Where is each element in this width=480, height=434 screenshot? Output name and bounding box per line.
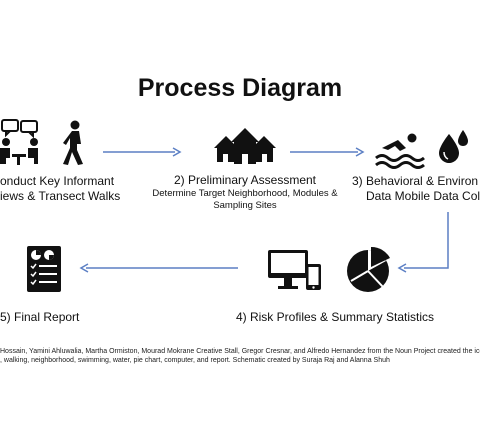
step4-label: 4) Risk Profiles & Summary Statistics — [235, 310, 435, 324]
step2-label: 2) Preliminary Assessment — [173, 173, 317, 187]
swimming-icon — [375, 133, 425, 169]
arrow-1-to-2 — [103, 147, 182, 157]
step2-sublabel-line2: Sampling Sites — [213, 200, 277, 211]
arrow-2-to-3 — [290, 147, 365, 157]
diagram-title: Process Diagram — [137, 74, 343, 102]
pie-chart-icon — [347, 246, 390, 292]
step1-label-line2: iews & Transect Walks — [0, 189, 121, 203]
neighborhood-icon — [214, 128, 276, 164]
computer-icon — [268, 250, 321, 290]
credit-line2: , walking, neighborhood, swimming, water… — [0, 357, 390, 364]
arrow-4-to-5 — [79, 263, 238, 273]
step5-label: 5) Final Report — [0, 310, 80, 324]
step3-label-line1: 3) Behavioral & Environ — [352, 174, 479, 188]
arrow-3-to-4 — [397, 212, 449, 273]
step1-label-line1: onduct Key Informant — [0, 174, 115, 188]
interview-icon — [0, 119, 38, 165]
walking-icon — [63, 120, 83, 165]
credit-line1: Hossain, Yamini Ahluwalia, Martha Ormist… — [0, 348, 480, 355]
report-icon — [27, 246, 61, 292]
water-drops-icon — [439, 130, 468, 163]
step2-sublabel-line1: Determine Target Neighborhood, Modules & — [152, 188, 338, 199]
step3-label-line2: Data Mobile Data Colle — [366, 189, 480, 203]
